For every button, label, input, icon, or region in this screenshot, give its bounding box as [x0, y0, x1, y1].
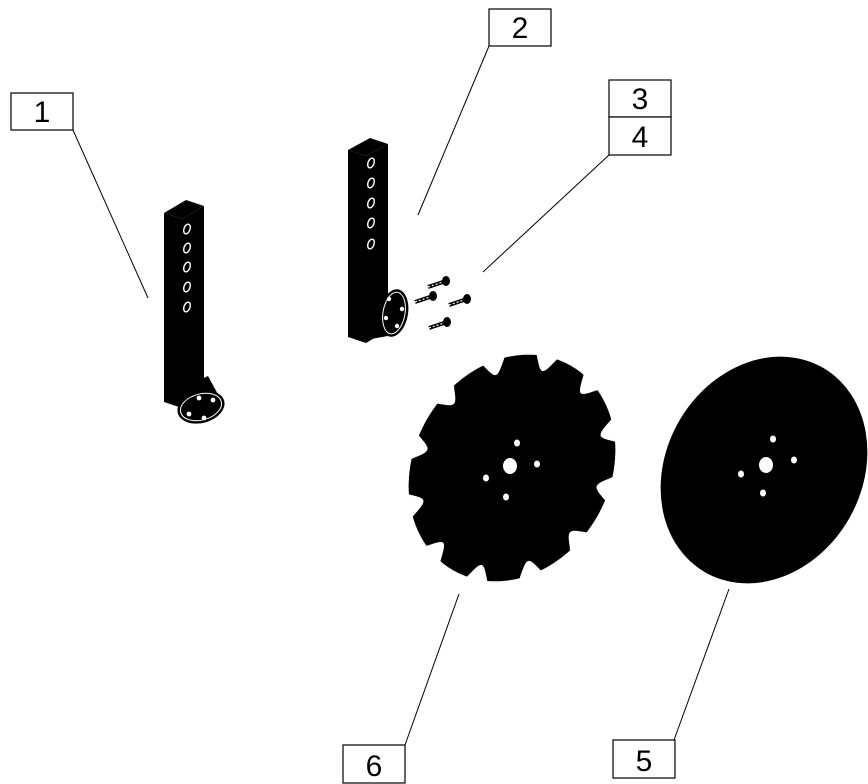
callout-5-label: 5	[636, 745, 653, 778]
bar-holes	[183, 223, 191, 313]
part-6-notched-disc	[408, 354, 616, 582]
callout-2-label: 2	[512, 12, 529, 45]
callout-4: 4	[608, 116, 672, 156]
leader-3-4	[482, 154, 610, 273]
leader-1	[72, 129, 149, 299]
disc-holes	[738, 435, 797, 497]
callout-4-label: 4	[632, 121, 649, 154]
callout-3-label: 3	[632, 83, 649, 116]
leader-lines	[72, 45, 730, 746]
part-3-4-hub-bolts	[414, 276, 471, 330]
bolt	[448, 294, 471, 307]
bolt	[427, 276, 450, 289]
leader-5	[673, 588, 730, 741]
callout-6-label: 6	[366, 750, 383, 783]
callout-5: 5	[612, 739, 676, 779]
callout-2: 2	[488, 8, 552, 47]
bolt	[414, 291, 437, 304]
callout-1-label: 1	[34, 96, 51, 129]
part-1-arm-bracket	[164, 200, 225, 424]
bolt	[428, 317, 451, 330]
bar-holes	[367, 157, 375, 250]
part-5-plain-disc	[660, 356, 868, 584]
part-2-arm-bracket	[348, 138, 409, 343]
callout-3: 3	[608, 79, 672, 118]
callout-1: 1	[10, 92, 74, 131]
leader-6	[404, 593, 460, 746]
disc-holes	[483, 439, 540, 501]
callout-6: 6	[342, 744, 406, 784]
leader-2	[417, 45, 490, 216]
